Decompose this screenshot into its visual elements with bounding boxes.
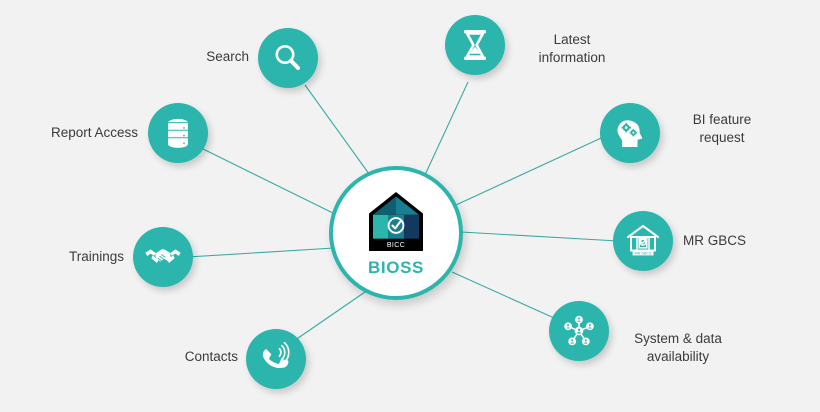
bicc-logo-text: BICC — [387, 242, 405, 249]
magnifier-icon — [271, 41, 305, 75]
bicc-logo: BICC — [367, 191, 425, 253]
edge-to-mr-gbcs — [460, 231, 619, 242]
edge-to-trainings — [187, 247, 335, 258]
node-mr-gbcs[interactable]: MR GBCS — [613, 211, 673, 271]
node-search[interactable] — [258, 28, 318, 88]
edge-to-search — [304, 84, 373, 179]
node-label-search: Search — [206, 49, 249, 64]
building-check-icon: MR GBCS — [624, 222, 662, 260]
node-label-latest-information: Latest information — [538, 32, 606, 65]
phone-ringing-icon — [259, 342, 293, 376]
node-trainings[interactable] — [133, 227, 193, 287]
node-bi-feature-request[interactable] — [600, 103, 660, 163]
edge-to-bi-feature-request — [455, 132, 613, 206]
network-hub-icon — [561, 313, 597, 349]
edge-to-contacts — [287, 291, 366, 346]
center-hub[interactable]: BICC BIOSS — [329, 166, 463, 300]
edge-to-latest-information — [424, 81, 469, 176]
node-label-bi-feature-request: BI feature request — [692, 112, 752, 145]
node-label-contacts: Contacts — [184, 349, 238, 364]
node-system-data-availability[interactable] — [549, 301, 609, 361]
node-report-access[interactable] — [148, 103, 208, 163]
node-label-trainings: Trainings — [68, 249, 124, 264]
handshake-icon — [144, 242, 182, 272]
hourglass-icon — [460, 28, 490, 62]
node-contacts[interactable] — [246, 329, 306, 389]
head-gears-icon — [613, 116, 647, 150]
node-label-mr-gbcs: MR GBCS — [683, 233, 747, 248]
node-label-report-access: Report Access — [50, 125, 138, 140]
edge-to-report-access — [196, 145, 338, 216]
node-label-system-data-availability: System & data availability — [634, 331, 722, 364]
edge-to-system-data — [451, 271, 564, 323]
node-latest-information[interactable] — [445, 15, 505, 75]
center-hub-title: BIOSS — [368, 257, 424, 277]
svg-text:MR GBCS: MR GBCS — [635, 252, 652, 256]
database-icon — [162, 116, 194, 150]
